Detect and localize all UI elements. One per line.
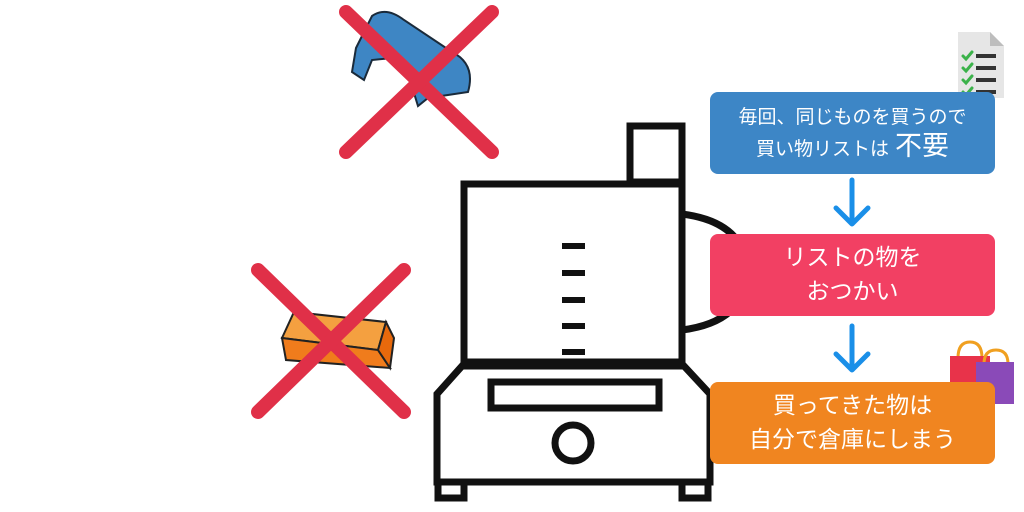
cabinet-right-foot: [678, 478, 712, 502]
flow-arrow: [833, 177, 871, 227]
flow-arrow: [833, 323, 871, 373]
cross-line: [251, 263, 411, 419]
step-2-line-1: リストの物を: [783, 245, 922, 271]
cabinet-slot: [487, 378, 663, 412]
cross-line: [339, 5, 499, 159]
step-1-line-2-prefix: 買い物リストは: [755, 138, 889, 160]
cabinet-upper-body: [460, 180, 686, 366]
step-box-store-items: 買ってきた物は 自分で倉庫にしまう: [710, 382, 995, 464]
step-1-line-2: 買い物リストは 不要: [756, 132, 949, 164]
step-1-line-1: 毎回、同じものを買うので: [738, 106, 967, 128]
step-3-line-1: 買ってきた物は: [772, 393, 933, 419]
cabinet-level-marks: [562, 243, 585, 355]
step-1-emphasis: 不要: [895, 131, 950, 162]
box-icon-side: [376, 319, 396, 371]
step-box-no-shopping-list: 毎回、同じものを買うので 買い物リストは 不要: [710, 92, 995, 174]
checklist-document-icon: [958, 32, 1004, 98]
cabinet-left-foot: [434, 478, 468, 502]
step-2-line-2: おつかい: [806, 279, 899, 305]
cabinet-top-chimney: [626, 122, 686, 186]
cabinet-knob: [551, 421, 595, 465]
step-box-errand: リストの物を おつかい: [710, 234, 995, 316]
crossed-box-group: [251, 263, 411, 419]
step-3-line-2: 自分で倉庫にしまう: [749, 427, 956, 453]
storage-cabinet-icon: [433, 122, 752, 502]
crossed-cloth-group: [339, 5, 499, 159]
